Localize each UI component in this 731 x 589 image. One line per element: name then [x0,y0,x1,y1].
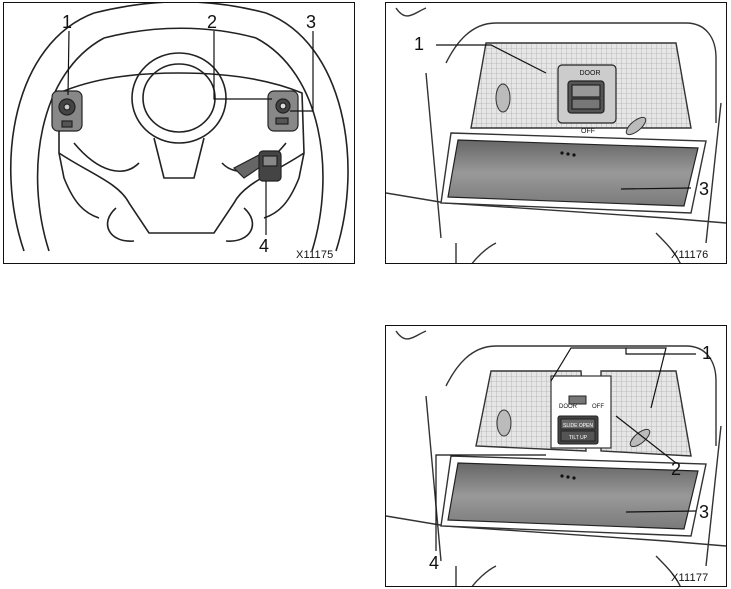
figure-steering-wheel: 1 2 3 4 X11175 [3,2,355,264]
figure-overhead-console-a: DOOR OFF 1 3 X11176 [385,2,727,264]
switch-label-off: OFF [592,404,604,410]
steering-wheel-illustration [9,3,349,252]
overhead-console-a-illustration: DOOR OFF [386,7,726,263]
switch-label-slide-open: SLIDE OPEN [563,423,593,429]
figure-code: X11176 [671,249,709,261]
callout-2: 2 [671,459,682,479]
switch-label-door: DOOR [559,404,578,410]
callout-3: 3 [306,12,317,32]
callout-4: 4 [259,236,270,256]
switch-label-tilt-up: TILT UP [569,435,588,441]
switch-label-off: OFF [581,128,595,135]
callout-1: 1 [414,34,425,54]
callout-1: 1 [62,12,73,32]
callout-2: 2 [207,12,218,32]
switch-label-door: DOOR [580,70,601,77]
callout-3: 3 [699,179,710,199]
callout-1: 1 [702,343,713,363]
overhead-console-b-illustration: DOOR OFF SLIDE OPEN TILT UP [386,330,726,586]
figure-code: X11175 [296,249,334,261]
figure-code: X11177 [671,572,709,584]
figure-overhead-console-b: DOOR OFF SLIDE OPEN TILT UP 1 2 3 4 X111… [385,325,727,587]
callout-4: 4 [429,553,440,573]
callout-3: 3 [699,502,710,522]
